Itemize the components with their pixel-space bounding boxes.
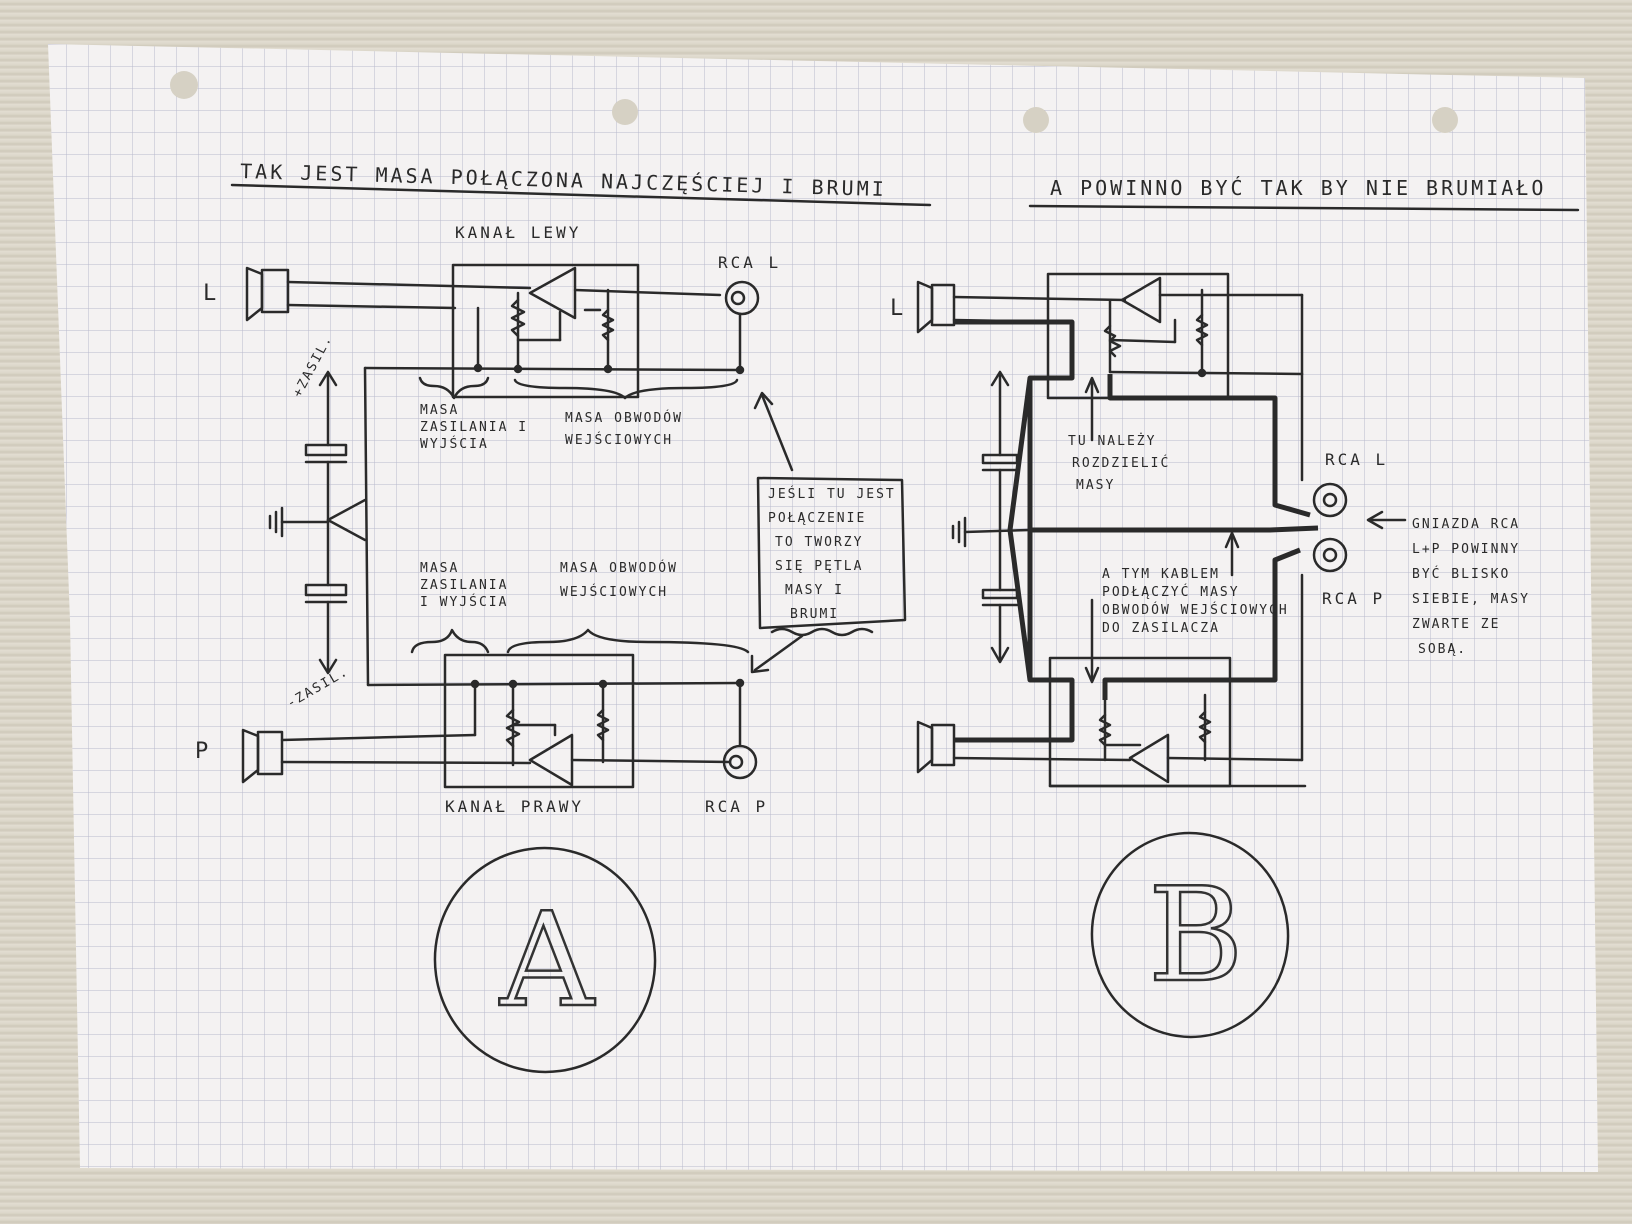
note-box-a [756,476,907,630]
punch-hole [1023,107,1049,133]
capacitor-bottom-b [981,588,1019,600]
input-l-label-a: L [203,281,219,306]
rca-socket-left-b [1312,482,1348,518]
split-ground-note-b: TU NALEŻY ROZDZIELIĆ MASY [1068,433,1180,493]
punch-hole [612,99,638,125]
left-channel-box-a [451,263,640,399]
punch-hole [1432,107,1458,133]
ground-input-bottom-label-a: MASA OBWODÓW WEJŚCIOWYCH [560,560,688,600]
opamp-left-b [1120,276,1162,324]
ground-power-bottom-label-a: MASA ZASILANIA I WYJŚCIA [420,561,518,610]
ground-line-top-a [363,366,742,372]
input-l-label-b: L [890,296,906,321]
socket-note-b: GNIAZDA RCA L+P POWINNY BYĆ BLISKO SIEBI… [1412,517,1540,657]
circle-a [433,846,657,1074]
right-channel-box-a [443,653,635,789]
capacitor-top-b [981,453,1019,465]
rca-l-label-a: RCA L [718,253,781,272]
title-b-underline [1028,204,1580,212]
input-jack-left-b [916,280,956,334]
diagram-b-title: A POWINNO BYĆ TAK BY NIE BRUMIAŁO [1050,176,1546,200]
right-channel-label-a: KANAŁ PRAWY [445,797,584,816]
rca-p-label-b: RCA P [1322,589,1385,608]
rca-p-label-a: RCA P [705,797,768,816]
punch-hole [170,71,198,99]
rca-l-label-b: RCA L [1325,450,1388,469]
input-jack-left-a [245,266,290,322]
circle-b-letter: B [1148,859,1244,1011]
ground-loop-note-a: JEŚLI TU JEST POŁĄCZENIE TO TWORZY SIĘ P… [768,486,906,622]
ground-line-bottom-a [366,681,742,687]
left-channel-label-a: KANAŁ LEWY [455,223,581,242]
title-a-underline [230,183,932,207]
rca-socket-right-b [1312,537,1348,573]
capacitor-top-a [304,443,348,457]
input-jack-right-b [916,720,956,774]
capacitor-bottom-a [304,583,348,597]
circle-b [1090,831,1290,1039]
ground-input-top-label-a: MASA OBWODÓW WEJŚCIOWYCH [565,410,693,448]
rca-socket-left-a [724,280,760,316]
opamp-left-a [528,266,577,320]
cable-note-b: A TYM KABLEM PODŁĄCZYĆ MASY OBWODÓW WEJŚ… [1102,567,1299,636]
input-p-label-a: P [195,739,211,764]
circle-a-letter: A [499,884,596,1036]
ground-power-top-label-a: MASA ZASILANIA I WYJŚCIA [420,403,538,452]
input-jack-right-a [241,728,284,784]
